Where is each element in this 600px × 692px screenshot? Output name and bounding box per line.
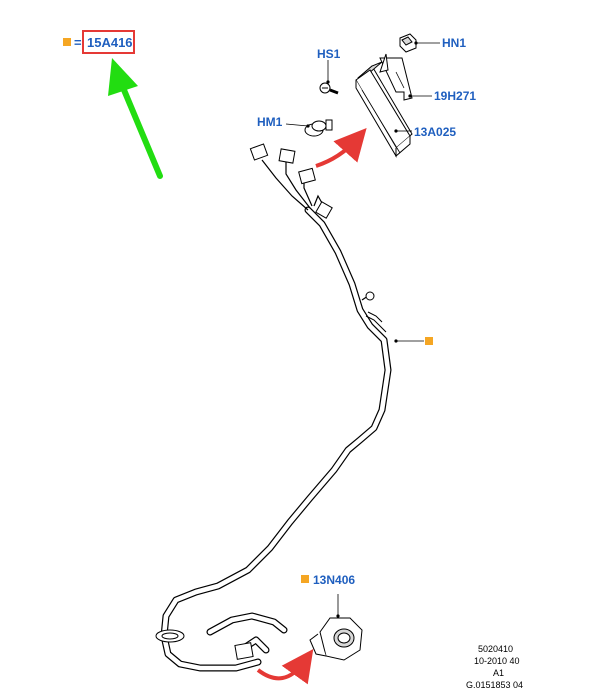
wiring-harness [155,143,392,672]
label-13n406[interactable]: 13N406 [313,573,355,587]
main-part-highlight-box [82,30,135,54]
screw-hs1 [319,82,339,95]
nut-hn1 [399,33,417,53]
harness-marker-icon [425,337,433,345]
reference-line-3: A1 [493,668,504,678]
label-19h271[interactable]: 19H271 [434,89,476,103]
label-hs1[interactable]: HS1 [317,47,341,61]
socket-marker-icon [301,575,309,583]
leader-hm1 [285,123,309,127]
main-part-label[interactable]: 15A416 [87,35,133,50]
label-13a025[interactable]: 13A025 [414,125,456,139]
reference-line-4: G.0151853 04 [466,680,523,690]
green-arrow-icon [108,58,163,179]
bracket-19h271 [379,53,413,101]
main-part-equals: = [74,35,82,50]
main-part-marker-icon [63,38,71,46]
module-13a025 [355,61,413,158]
socket-13n406 [309,617,363,661]
clip-hm1 [304,119,333,137]
reference-line-1: 5020410 [478,644,513,654]
reference-line-2: 10-2010 40 [474,656,520,666]
red-curved-arrow-socket-icon [256,648,314,685]
label-hm1[interactable]: HM1 [257,115,283,129]
red-curved-arrow-icon [315,128,367,168]
label-hn1[interactable]: HN1 [442,36,466,50]
